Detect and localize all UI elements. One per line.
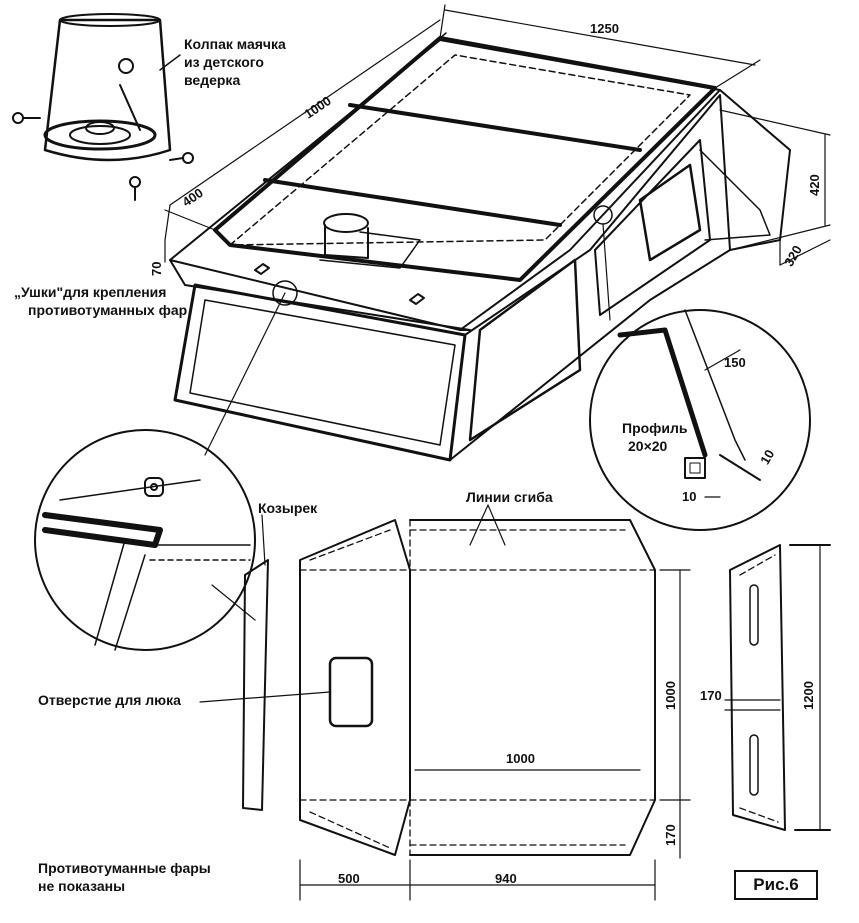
dim-strip-170: 170 [700,688,722,703]
beacon-cap-label: Колпак маячка [184,36,286,52]
fog-lights-note: Противотуманные фары [38,860,211,876]
profile-detail [589,223,811,531]
profile-label: Профиль [622,420,688,436]
figure-number: Рис.6 [734,870,818,900]
dim-150: 150 [724,355,746,370]
dim-500: 500 [338,871,360,886]
roof-assembly [169,32,791,462]
side-strip-part [724,544,831,831]
beacon-illustration [12,13,194,201]
dim-1250: 1250 [590,21,619,36]
lugs-label: „Ушки"для крепления [14,284,167,300]
dim-1200: 1200 [801,681,816,710]
profile-size-label: 20×20 [628,438,668,454]
hatch-hole-label: Отверстие для люка [38,692,181,708]
dim-sheet-1000-height: 1000 [663,681,678,710]
dim-sheet-170: 170 [663,824,678,846]
dim-70: 70 [149,261,164,276]
fog-lights-note-2: не показаны [38,878,126,894]
lugs-label-2: противотуманных фар [28,302,188,318]
beacon-cap-label-2: из детского [184,54,264,70]
beacon-cap-label-3: ведерка [184,72,241,88]
visor-label: Козырек [258,500,318,516]
fold-lines-label: Линии сгиба [466,489,553,505]
dim-sheet-1000-width: 1000 [506,751,535,766]
dim-420: 420 [807,174,822,196]
visor-part [211,514,269,811]
roof-sheet-layout [199,504,656,856]
dim-940: 940 [495,871,517,886]
sheet-dimension-lines [299,569,691,901]
dim-10-b: 10 [682,489,697,504]
roof-dimension-lines [164,4,831,266]
edge-detail [34,292,286,651]
